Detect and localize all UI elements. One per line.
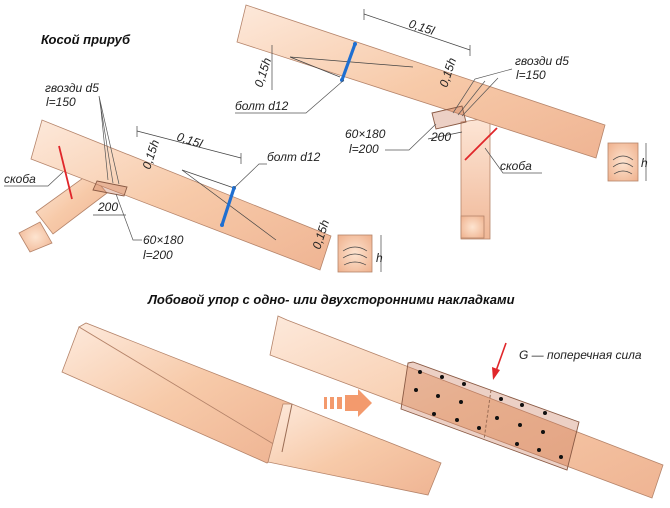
right-section-grain [612,155,634,175]
right-nails-label-2: l=150 [516,68,546,82]
left-bolt-nut [220,223,224,227]
left-dim-section-h: h [376,251,383,265]
right-beam-section [607,142,639,182]
right-cleat-block [431,105,467,130]
right-staple-leader [484,147,542,174]
after-joint-line [483,389,492,441]
right-staple [464,127,498,161]
left-beam-section [337,234,373,273]
right-dim-section-h: h [641,156,648,170]
right-block-leader [385,123,437,151]
transform-arrow [324,389,372,417]
left-bolt [220,187,236,226]
title-butt-joint: Лобовой упор с одно- или двухсторонними … [147,292,515,307]
left-dimensions: 0,15l 0,15h 0,15h 200 h [93,126,383,272]
right-splice-line [289,56,414,68]
shear-force: G — поперечная сила [492,342,642,380]
right-dim-h-left: 0,15h [252,56,275,89]
right-joint [236,4,639,240]
overlay-plate [400,361,580,471]
right-bolt-label: болт d12 [235,99,289,113]
shear-arrow-line [495,342,507,372]
left-joint-line [281,403,293,453]
shear-arrow-head [492,367,500,380]
shear-label: G — поперечная сила [519,348,642,362]
right-staple-label: скоба [500,159,532,173]
left-block-leader [115,193,142,241]
left-dim-len: 0,15l [175,130,204,151]
right-bolt-head [353,42,357,46]
right-nails-label-1: гвозди d5 [515,54,569,68]
right-splice-line2 [289,56,341,78]
left-staple-label: скоба [4,172,36,186]
left-bolt-leader [233,163,267,189]
left-splice-line2 [181,169,235,189]
title-oblique-notch: Косой прируб [41,32,131,47]
right-post-section [460,215,485,239]
left-nails-label-1: гвозди d5 [45,81,99,95]
left-dim-h-left: 0,15h [140,138,163,171]
arrow-head [345,389,372,417]
right-member [269,315,664,499]
left-staple [58,145,73,200]
nail-dots [414,370,563,459]
left-dim-200: 200 [97,200,118,214]
left-section-grain [342,246,368,266]
left-brace-section [18,221,53,253]
left-cleat-block [92,180,128,197]
left-dim-h-right: 0,15h [310,218,333,251]
butt-joint-before [61,322,442,496]
right-bolt-leader [235,79,345,114]
left-staple-leader [4,171,64,187]
left-block-label-1: 60×180 [143,233,184,247]
left-block-label-2: l=200 [143,248,173,262]
left-member-b [267,403,442,496]
right-block-label-2: l=200 [349,142,379,156]
right-dim-200: 200 [430,130,451,144]
right-dim-len-line [363,13,471,51]
right-block-label-1: 60×180 [345,127,386,141]
left-nails-leader [98,95,120,185]
right-dim-len: 0,15l [407,17,436,38]
butt-joint-after [269,315,664,499]
left-nails-label-2: l=150 [46,95,76,109]
right-nails-leader [452,68,513,117]
right-beam [236,4,606,159]
left-bolt-label: болт d12 [267,150,321,164]
right-bolt [340,43,357,81]
